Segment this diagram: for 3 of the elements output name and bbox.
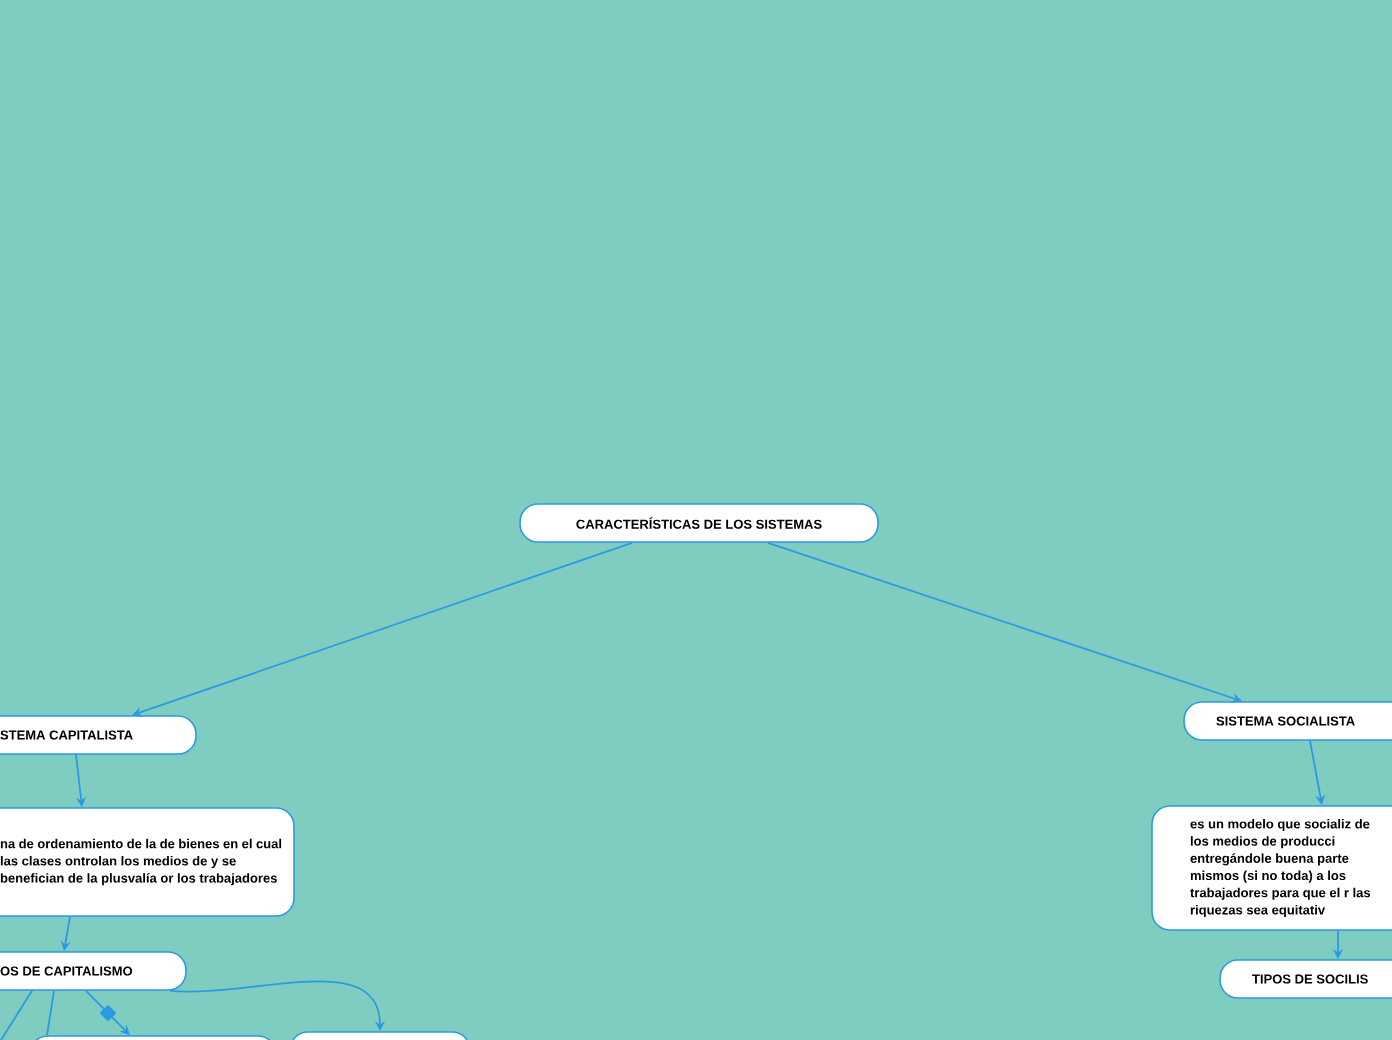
- empty-box: [289, 1031, 471, 1040]
- arrow: [767, 541, 1242, 703]
- arrow: [132, 541, 633, 717]
